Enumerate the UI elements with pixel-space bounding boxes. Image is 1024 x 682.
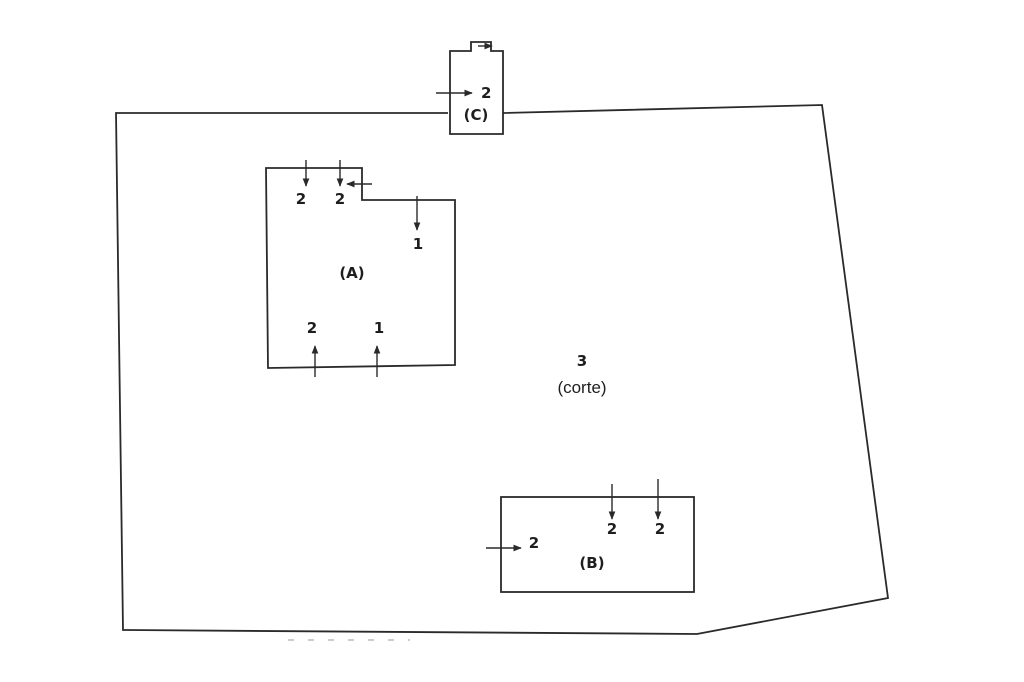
building-c-label: (C)	[464, 106, 489, 124]
building-b-entry-top-left: 2	[607, 520, 617, 538]
building-a-entry-top-right: 1	[413, 235, 423, 253]
building-a-entry-top-mid: 2	[335, 190, 345, 208]
building-b-entry-top-right: 2	[655, 520, 665, 538]
building-a-label: (A)	[339, 264, 364, 282]
courtyard-number: 3	[577, 352, 587, 370]
building-b-outline	[500, 496, 695, 593]
building-c-entry-number: 2	[481, 84, 491, 102]
building-b-entry-left: 2	[529, 534, 539, 552]
building-a-outline	[265, 167, 456, 369]
courtyard-label: (corte)	[557, 378, 606, 397]
building-b-label: (B)	[579, 554, 604, 572]
building-a-entry-bottom-left: 2	[307, 319, 317, 337]
site-boundary	[115, 104, 890, 635]
building-a-entry-top-left: 2	[296, 190, 306, 208]
building-a-entry-bottom-right: 1	[374, 319, 384, 337]
building-c-outline	[449, 41, 504, 135]
